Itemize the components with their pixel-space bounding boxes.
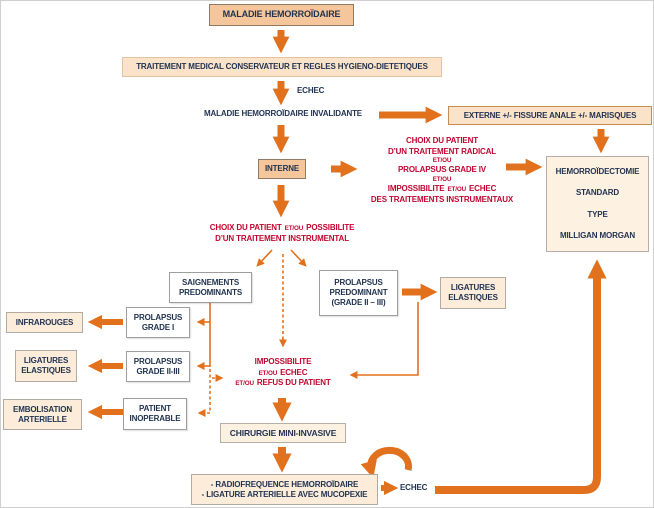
options-l2: - LIGATURE ARTERIELLE AVEC MUCOPEXIE <box>201 489 368 499</box>
impossibilite-l3b: REFUS DU PATIENT <box>256 378 331 388</box>
externe-label: EXTERNE +/- FISSURE ANALE +/- MARISQUES <box>463 110 637 120</box>
ligatures-left-l1: LIGATURES <box>23 356 69 365</box>
prolapsus-g23-l2: GRADE II-III <box>136 366 180 376</box>
choix-radical-l5: ET/OU <box>432 175 452 183</box>
ligatures-right-l1: LIGATURES <box>450 283 496 292</box>
ligatures-left-l2: ELASTIQUES <box>21 366 71 375</box>
node-externe-fissure-marisques: EXTERNE +/- FISSURE ANALE +/- MARISQUES <box>448 106 652 125</box>
choix-instrumental-l2: D’UN TRAITEMENT INSTRUMENTAL <box>215 233 349 243</box>
label-echec-bottom: ECHEC <box>400 483 428 492</box>
impossibilite-l1: IMPOSSIBILITE <box>254 357 312 366</box>
node-traitement-medical: TRAITEMENT MEDICAL CONSERVATEUR ET REGLE… <box>122 57 442 77</box>
label-maladie-invalidante: MALADIE HEMORROÏDAIRE INVALIDANTE <box>203 109 362 118</box>
hemorroidectomie-l1: HEMORROÏDECTOMIE <box>555 166 640 176</box>
saignements-l2: PREDOMINANTS <box>178 287 243 297</box>
node-mini-invasive-options: - RADIOFREQUENCE HEMORROÏDAIRE - LIGATUR… <box>191 474 378 505</box>
text-choix-traitement-radical: CHOIX DU PATIENT D’UN TRAITEMENT RADICAL… <box>361 136 523 205</box>
label-echec-top: ECHEC <box>297 86 325 95</box>
prolapsus-predominant-l2: PREDOMINANT <box>329 288 388 297</box>
embolisation-l2: ARTERIELLE <box>18 414 67 424</box>
traitement-label: TRAITEMENT MEDICAL CONSERVATEUR ET REGLE… <box>136 62 428 71</box>
node-saignements-predominants: SAIGNEMENTS PREDOMINANTS <box>169 272 252 303</box>
prolapsus-predominant-l3: (GRADE II – III) <box>331 298 386 307</box>
node-infrarouges: INFRAROUGES <box>6 312 83 333</box>
impossibilite-l2b: ECHEC <box>280 367 308 377</box>
dashed-to-inoperable <box>197 380 211 417</box>
node-prolapsus-grade23: PROLAPSUS GRADE II-III <box>126 351 190 382</box>
maladie-label: MALADIE HEMORROÏDAIRE <box>222 9 341 20</box>
prolapsus-g1-l2: GRADE I <box>141 322 175 332</box>
hemorroidectomie-l3: TYPE <box>587 209 608 219</box>
arrow-ligatures-to-impossibilite <box>349 302 419 379</box>
arrow-split-right <box>290 249 307 267</box>
inoperable-l2: INOPERABLE <box>129 414 181 423</box>
prolapsus-g1-l1: PROLAPSUS <box>133 312 183 322</box>
choix-radical-l6a: IMPOSSIBILITE <box>387 184 445 194</box>
choix-radical-l1: CHOIX DU PATIENT <box>406 136 478 145</box>
choix-radical-l7: DES TRAITEMENTS INSTRUMENTAUX <box>370 194 514 204</box>
chirurgie-label: CHIRURGIE MINI-INVASIVE <box>229 427 337 438</box>
impossibilite-l2a: ET/OU <box>258 369 278 377</box>
node-maladie-hemorroidaire: MALADIE HEMORROÏDAIRE <box>209 4 354 26</box>
choix-instrumental-l1a: CHOIX DU PATIENT <box>209 223 282 232</box>
interne-label: INTERNE <box>264 164 300 173</box>
node-ligatures-elastiques-left: LIGATURES ELASTIQUES <box>15 350 77 382</box>
node-prolapsus-grade1: PROLAPSUS GRADE I <box>126 307 190 338</box>
options-l1: - RADIOFREQUENCE HEMORROÏDAIRE <box>210 479 359 489</box>
choix-radical-l3: ET/OU <box>432 157 452 165</box>
node-chirurgie-mini-invasive: CHIRURGIE MINI-INVASIVE <box>220 423 346 443</box>
choix-radical-l2: D’UN TRAITEMENT RADICAL <box>387 146 497 156</box>
node-ligatures-elastiques-right: LIGATURES ELASTIQUES <box>440 277 506 309</box>
impossibilite-l3a: ET/OU <box>235 380 254 388</box>
choix-instrumental-l1c: POSSIBILITE <box>306 223 355 232</box>
prolapsus-predominant-l1: PROLAPSUS <box>334 278 383 287</box>
node-embolisation-arterielle: EMBOLISATION ARTERIELLE <box>3 399 82 430</box>
choix-radical-l4: PROLAPSUS GRADE IV <box>398 165 486 175</box>
choix-radical-l6c: ECHEC <box>468 184 497 194</box>
arrow-retry-loop <box>360 446 412 479</box>
arrow-split-left <box>256 249 273 267</box>
hemorroidectomie-l2: STANDARD <box>575 188 620 198</box>
dashed-to-impossibilite <box>209 369 224 382</box>
ligatures-right-l2: ELASTIQUES <box>448 293 498 302</box>
hemorroidectomie-l4: MILLIGAN MORGAN <box>559 231 636 241</box>
arrow-echec-to-hemorroidectomie <box>435 259 607 494</box>
infrarouges-label: INFRAROUGES <box>15 317 74 327</box>
node-patient-inoperable: PATIENT INOPERABLE <box>123 398 187 430</box>
inoperable-l1: PATIENT <box>139 404 171 413</box>
saignements-l1: SAIGNEMENTS <box>181 277 240 287</box>
node-hemorroidectomie: HEMORROÏDECTOMIE STANDARD TYPE MILLIGAN … <box>546 156 649 252</box>
choix-radical-l6b: ET/OU <box>447 186 466 194</box>
choix-instrumental-l1b: ET/OU <box>284 225 304 232</box>
prolapsus-g23-l1: PROLAPSUS <box>133 356 183 366</box>
embolisation-l1: EMBOLISATION <box>13 404 72 414</box>
node-prolapsus-predominant: PROLAPSUS PREDOMINANT (GRADE II – III) <box>319 270 398 316</box>
node-interne: INTERNE <box>258 159 306 179</box>
